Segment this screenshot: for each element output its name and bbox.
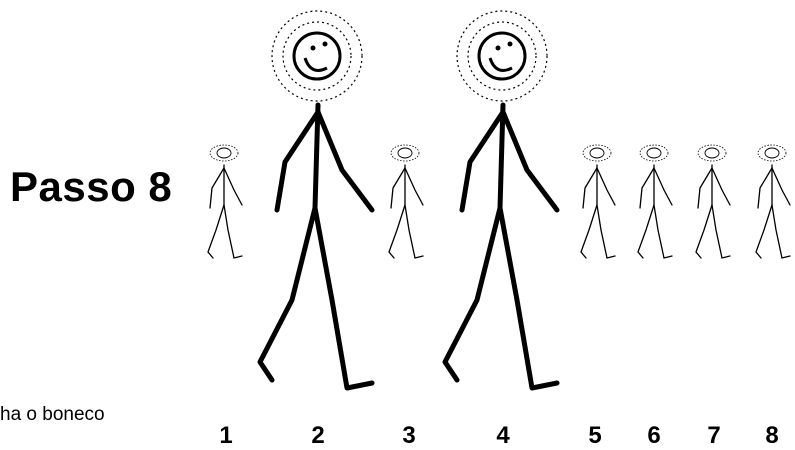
stick-figure-4 bbox=[442, 10, 560, 391]
figure-number-7: 7 bbox=[707, 422, 721, 449]
stick-figure-5 bbox=[580, 144, 616, 259]
figure-number-4: 4 bbox=[496, 422, 510, 449]
figure-number-2: 2 bbox=[311, 422, 325, 449]
stick-figure-6 bbox=[637, 144, 673, 259]
stick-figure-8 bbox=[755, 144, 791, 259]
figure-number-8: 8 bbox=[765, 422, 779, 449]
stick-figure-3 bbox=[388, 144, 424, 259]
stick-figure-7 bbox=[695, 144, 731, 259]
step-title: Passo 8 bbox=[10, 163, 173, 210]
caption-text: ha o boneco bbox=[0, 404, 105, 425]
figure-number-1: 1 bbox=[219, 422, 233, 449]
figure-number-6: 6 bbox=[647, 422, 661, 449]
stick-figure-2 bbox=[257, 10, 375, 391]
stick-figure-1 bbox=[207, 144, 243, 259]
figure-number-3: 3 bbox=[402, 422, 416, 449]
figure-number-5: 5 bbox=[588, 422, 602, 449]
